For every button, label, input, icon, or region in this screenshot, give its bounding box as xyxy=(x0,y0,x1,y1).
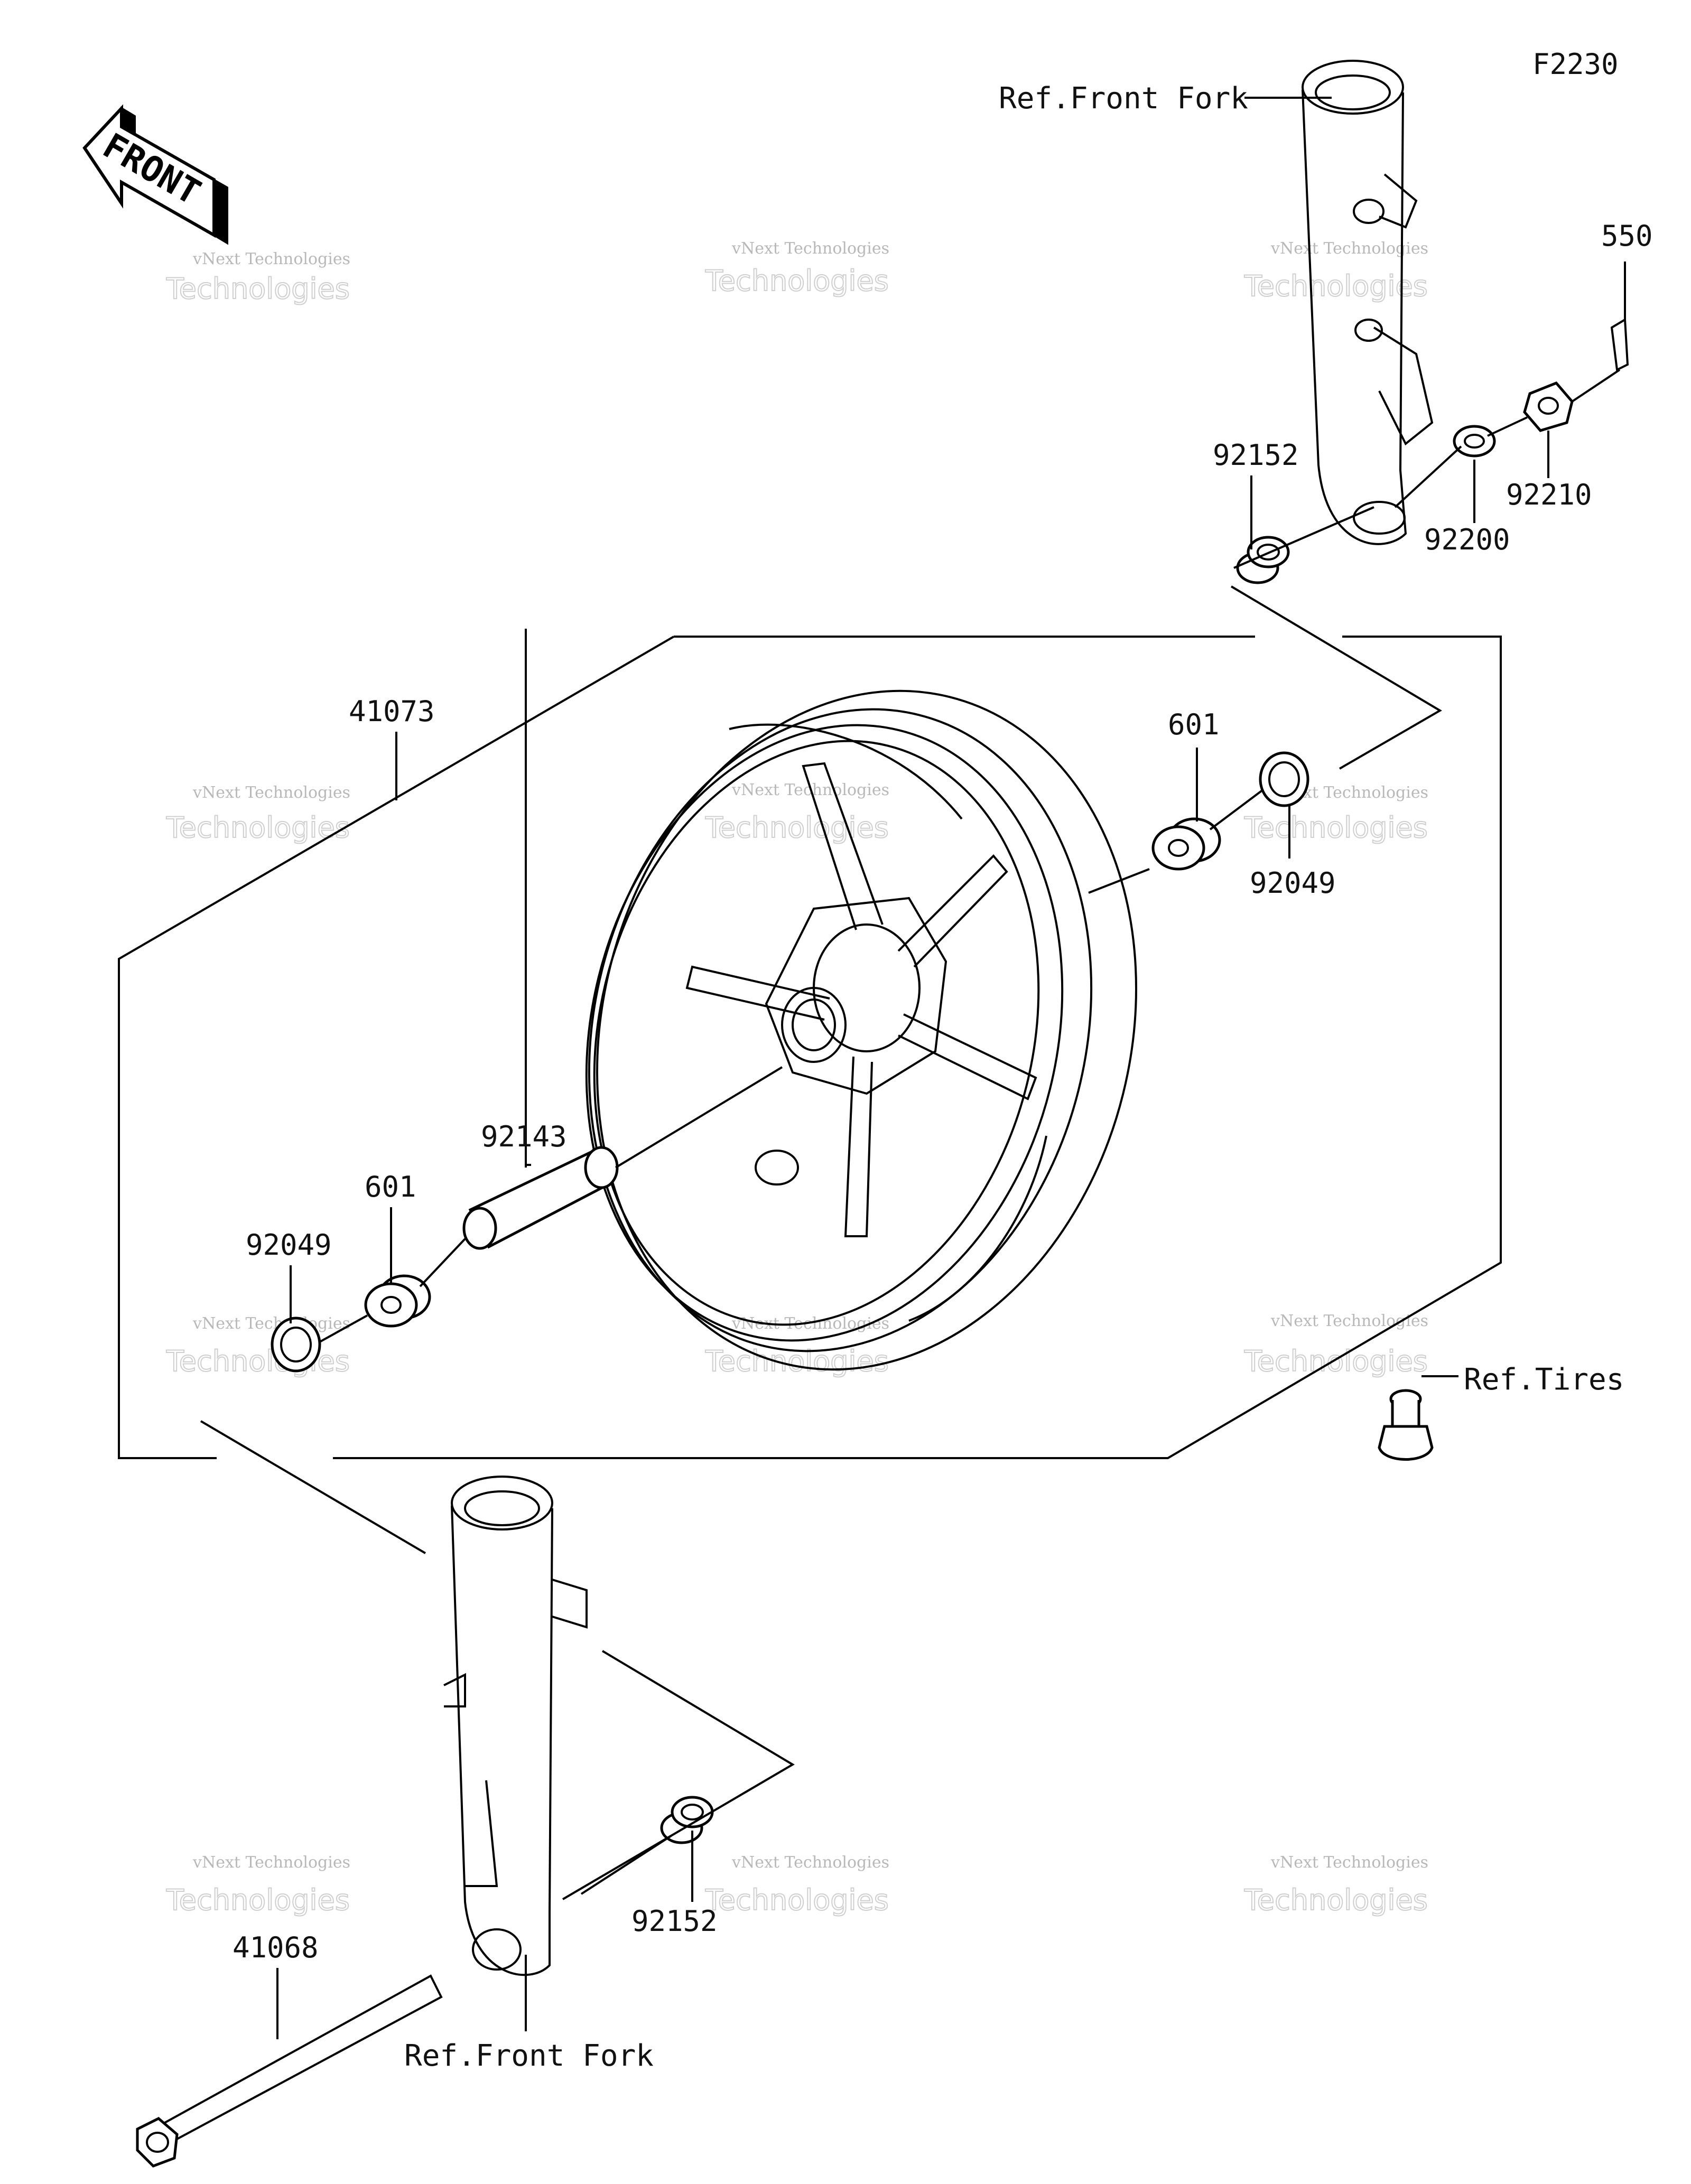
watermark: vNext Technologies Technologies xyxy=(165,783,350,845)
svg-text:vNext Technologies: vNext Technologies xyxy=(192,783,350,802)
svg-text:vNext Technologies: vNext Technologies xyxy=(731,239,889,258)
leader-lines xyxy=(200,369,1621,1900)
svg-text:vNext Technologies: vNext Technologies xyxy=(192,1853,350,1872)
label-92152-bottom: 92152 xyxy=(631,1905,718,1938)
svg-text:vNext Technologies: vNext Technologies xyxy=(1270,239,1428,258)
watermark: vNext Technologies Technologies xyxy=(165,1314,350,1378)
watermark: vNext Technologies Technologies xyxy=(165,1853,350,1917)
ref-tires: Ref.Tires xyxy=(1464,1362,1624,1397)
label-601-right: 601 xyxy=(1168,708,1220,741)
wheel-hub xyxy=(765,897,947,1095)
diagram-code: F2230 xyxy=(1532,48,1619,81)
watermark: vNext Technologies Technologies xyxy=(1243,1312,1428,1378)
label-41068: 41068 xyxy=(233,1931,319,1964)
svg-text:Technologies: Technologies xyxy=(705,1345,889,1378)
svg-text:vNext Technologies: vNext Technologies xyxy=(192,1314,350,1333)
svg-text:Technologies: Technologies xyxy=(705,811,889,844)
part-550-icon xyxy=(1610,318,1629,372)
label-601-left: 601 xyxy=(365,1170,416,1203)
front-fork-bottom xyxy=(443,1476,588,1976)
svg-text:Technologies: Technologies xyxy=(166,811,350,844)
part-601-right-icon xyxy=(1151,817,1221,871)
front-wheel xyxy=(585,689,1137,1371)
label-pointers xyxy=(276,97,1626,2039)
svg-text:vNext Technologies: vNext Technologies xyxy=(731,1853,889,1872)
tire-valve-icon xyxy=(1378,1389,1434,1461)
part-92200-icon xyxy=(1453,425,1496,458)
label-550: 550 xyxy=(1601,219,1653,253)
svg-text:Technologies: Technologies xyxy=(1244,1883,1428,1917)
svg-text:Technologies: Technologies xyxy=(1244,811,1428,844)
part-601-left-icon xyxy=(364,1274,431,1328)
part-92049-right-icon xyxy=(1259,751,1309,807)
svg-text:Technologies: Technologies xyxy=(166,1883,350,1917)
svg-text:vNext Technologies: vNext Technologies xyxy=(1270,1853,1428,1872)
label-92152-top: 92152 xyxy=(1213,438,1299,472)
svg-text:Technologies: Technologies xyxy=(705,1883,889,1917)
label-41073: 41073 xyxy=(349,695,435,728)
svg-text:Technologies: Technologies xyxy=(166,272,350,305)
label-92210: 92210 xyxy=(1506,478,1592,511)
watermark: vNext Technologies Technologies xyxy=(704,781,889,845)
watermark: vNext Technologies Technologies xyxy=(165,250,350,306)
part-92143-icon xyxy=(462,1146,619,1250)
part-92152-top-icon xyxy=(1236,536,1290,584)
watermark: vNext Technologies Technologies xyxy=(704,239,889,298)
label-92143: 92143 xyxy=(481,1120,567,1153)
svg-text:vNext Technologies: vNext Technologies xyxy=(192,250,350,268)
svg-text:Technologies: Technologies xyxy=(705,264,889,297)
svg-text:vNext Technologies: vNext Technologies xyxy=(1270,1312,1428,1330)
watermark: vNext Technologies Technologies xyxy=(1243,1853,1428,1917)
svg-text:Technologies: Technologies xyxy=(1244,269,1428,303)
label-92200: 92200 xyxy=(1424,523,1510,556)
watermark: vNext Technologies Technologies xyxy=(704,1853,889,1917)
valve-hole xyxy=(755,1150,799,1186)
ref-front-fork-top: Ref.Front Fork xyxy=(999,81,1248,116)
part-92210-icon xyxy=(1523,381,1574,432)
watermark: vNext Technologies Technologies xyxy=(704,1314,889,1378)
svg-text:vNext Technologies: vNext Technologies xyxy=(731,1314,889,1333)
part-labels: 550 92152 92210 92200 41073 601 92049 92… xyxy=(233,219,1653,1964)
label-92049-right: 92049 xyxy=(1250,866,1336,900)
svg-text:Technologies: Technologies xyxy=(1244,1345,1428,1378)
front-arrow-icon: FRONT xyxy=(82,104,228,245)
reference-labels: Ref.Front Fork Ref.Front Fork Ref.Tires xyxy=(404,81,1624,2073)
watermarks: vNext Technologies Technologies vNext Te… xyxy=(165,239,1428,1917)
svg-text:Technologies: Technologies xyxy=(166,1345,350,1378)
part-92049-left-icon xyxy=(271,1317,321,1373)
front-fork-top xyxy=(1302,60,1434,545)
label-92049-left: 92049 xyxy=(246,1228,332,1262)
axle xyxy=(136,1974,443,2168)
ref-front-fork-bottom: Ref.Front Fork xyxy=(404,2039,654,2073)
